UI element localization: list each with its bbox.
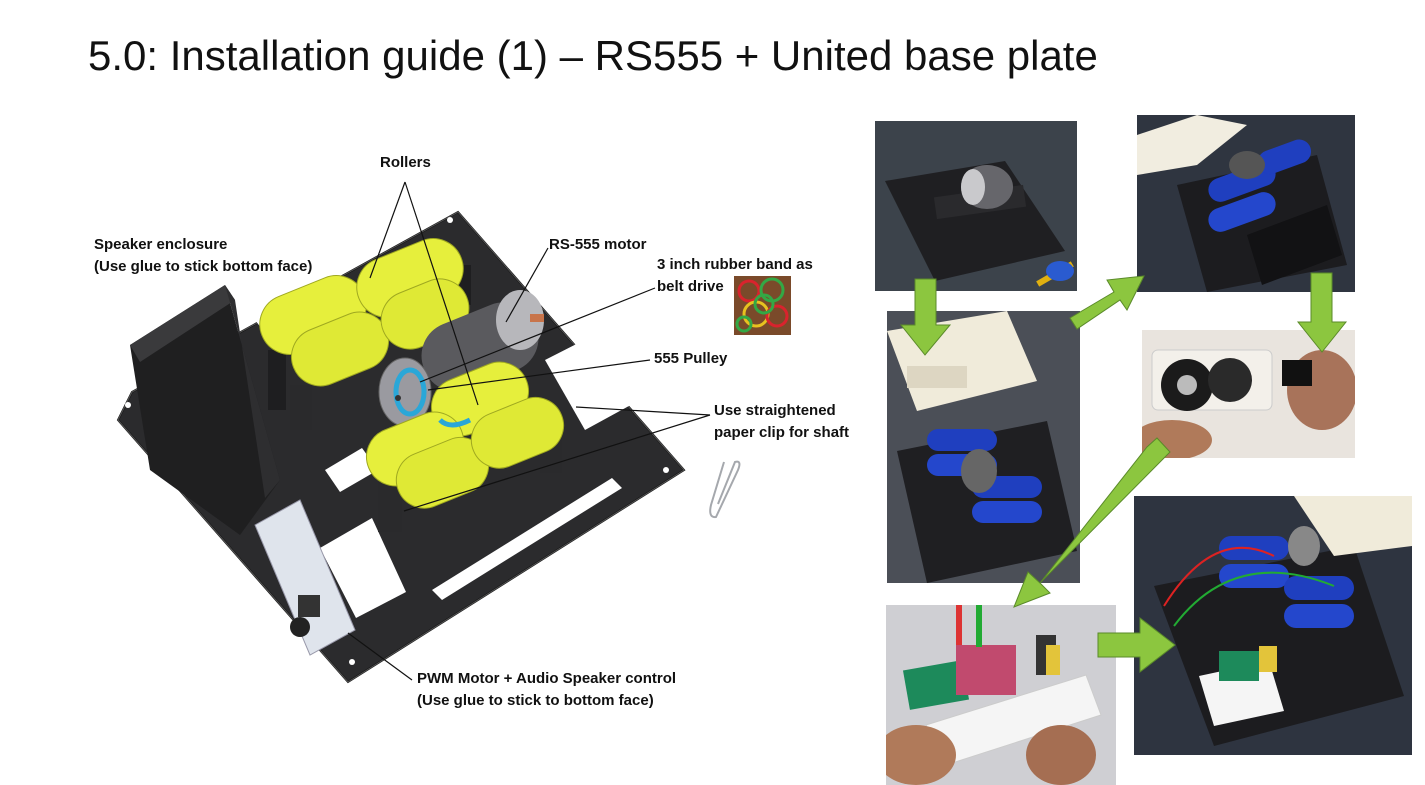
plate-slot: [545, 332, 640, 430]
plate-slot: [325, 448, 378, 492]
photo-step-4: [1142, 330, 1355, 458]
paper-clip: [709, 460, 741, 519]
arrow-step-5-to-6: [1097, 616, 1176, 674]
label-pwm-2: (Use glue to stick to bottom face): [417, 692, 654, 709]
photo-step-2: [1137, 115, 1355, 292]
arrow-step-3-to-2: [1069, 275, 1145, 330]
upper-rollers: [259, 238, 470, 387]
label-band-2: belt drive: [657, 278, 724, 295]
lower-rollers: [366, 361, 565, 509]
arrow-step-1-to-3: [899, 278, 952, 356]
assembly-diagram: [116, 181, 741, 684]
photo-step-6: [1134, 496, 1412, 755]
arrow-step-2-to-4: [1296, 272, 1348, 353]
pwm-board: [254, 499, 356, 656]
speaker-enclosure: [130, 285, 280, 535]
label-shaft-2: paper clip for shaft: [714, 424, 850, 441]
label-pwm-1: PWM Motor + Audio Speaker control: [417, 670, 677, 687]
plate-slot: [320, 518, 406, 618]
photo-step-1: [875, 121, 1077, 291]
photo-step-3: [887, 311, 1080, 583]
label-speaker-2: (Use glue to stick bottom face): [94, 258, 313, 275]
label-motor: RS-555 motor: [549, 236, 647, 253]
label-shaft-1: Use straightened: [714, 402, 836, 419]
plate-slot: [432, 478, 622, 600]
slide-title: 5.0: Installation guide (1) – RS555 + Un…: [88, 32, 1098, 79]
arrow-step-4-to-5: [1013, 437, 1171, 608]
label-rollers: Rollers: [380, 154, 431, 171]
label-speaker-1: Speaker enclosure: [94, 236, 228, 253]
rubber-band-image: [734, 276, 791, 335]
label-pulley: 555 Pulley: [654, 350, 728, 367]
photo-step-5: [886, 605, 1116, 785]
label-band-1: 3 inch rubber band as: [657, 256, 813, 273]
